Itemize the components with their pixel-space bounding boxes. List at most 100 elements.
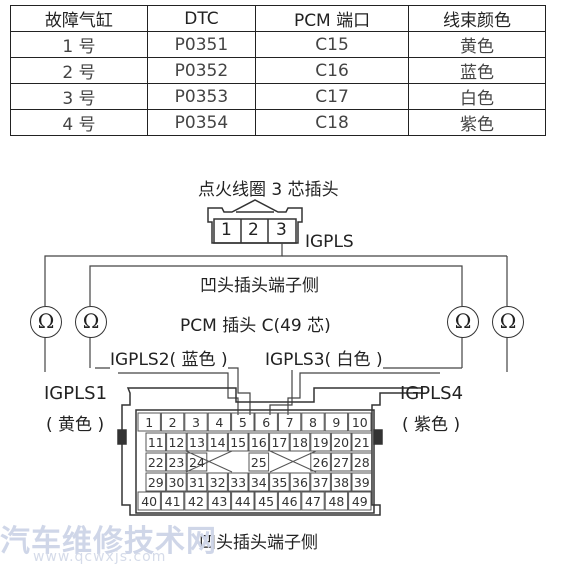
pcm-connector-label: PCM 插头 C(49 芯) bbox=[180, 316, 331, 336]
pin-grid bbox=[137, 412, 373, 511]
pin-number: 29 bbox=[147, 475, 164, 490]
pin-cavity bbox=[277, 491, 302, 511]
pin-cavity bbox=[310, 432, 331, 452]
igpls-label: IGPLS bbox=[305, 232, 354, 252]
cell-color: 蓝色 bbox=[408, 57, 546, 84]
pin-number: 2 bbox=[168, 415, 177, 430]
header-wire-color: 线束颜色 bbox=[408, 5, 546, 32]
cell-dtc: P0351 bbox=[146, 31, 256, 58]
pin-cavity bbox=[207, 412, 232, 432]
coil-plug-shape bbox=[207, 199, 303, 244]
pin-number: 16 bbox=[250, 435, 267, 450]
cell-cylinder: 4 号 bbox=[10, 109, 148, 136]
pin-cavity bbox=[351, 432, 373, 452]
watermark-url: www.qcwxjs.com bbox=[33, 549, 167, 565]
pin-cavity bbox=[207, 491, 232, 511]
pin-cavity bbox=[310, 472, 331, 492]
pin-number: 42 bbox=[188, 494, 204, 509]
cell-dtc: P0353 bbox=[146, 83, 256, 110]
dtc-table: 故障气缸 DTC PCM 端口 线束颜色 1 号 P0351 C15 黄色 2 … bbox=[10, 5, 546, 136]
pin-number: 30 bbox=[168, 475, 185, 490]
pin-number: 28 bbox=[353, 455, 370, 470]
watermark: 汽车维修技术网 bbox=[0, 524, 217, 559]
pin-cavity bbox=[227, 472, 249, 492]
female-terminal-side-top: 凹头插头端子侧 bbox=[200, 276, 319, 296]
pin-cavity bbox=[184, 491, 208, 511]
ohmmeter-icon: Ω bbox=[75, 306, 107, 338]
ohmmeter-icon: Ω bbox=[30, 306, 62, 338]
pin-number: 47 bbox=[305, 494, 321, 509]
pin-number: 24 bbox=[189, 455, 205, 470]
pin-number: 39 bbox=[353, 475, 370, 490]
pin-cavity bbox=[277, 412, 302, 432]
table-row: 1 号 P0351 C15 黄色 bbox=[10, 31, 546, 58]
cell-port: C17 bbox=[254, 83, 410, 110]
cell-color: 黄色 bbox=[408, 31, 546, 58]
pin-number: 31 bbox=[189, 475, 205, 490]
pin-number: 36 bbox=[292, 475, 308, 490]
pin-number: 45 bbox=[258, 494, 275, 509]
pin-cavity bbox=[186, 432, 208, 452]
pin-cavity bbox=[254, 412, 278, 432]
pin-number: 5 bbox=[238, 415, 247, 430]
header-dtc: DTC bbox=[146, 5, 256, 32]
pin-number: 27 bbox=[333, 455, 350, 470]
pin-cavity bbox=[166, 452, 187, 472]
table-row: 2 号 P0352 C16 蓝色 bbox=[10, 57, 546, 84]
pin-cavity bbox=[184, 412, 208, 432]
pin-number: 49 bbox=[351, 494, 368, 509]
pin-number: 34 bbox=[250, 475, 267, 490]
pin-cavity bbox=[351, 452, 373, 472]
pin-number: 22 bbox=[147, 455, 164, 470]
pin-cavity bbox=[145, 472, 167, 492]
pin-number: 14 bbox=[209, 435, 226, 450]
pin-cavity bbox=[330, 472, 352, 492]
pin-cavity bbox=[166, 472, 187, 492]
empty-cavity-markers bbox=[185, 450, 317, 473]
pin-cavity bbox=[248, 472, 270, 492]
table-row: 4 号 P0354 C18 紫色 bbox=[10, 109, 546, 136]
pin-cavity bbox=[254, 491, 278, 511]
pin-number: 38 bbox=[333, 475, 350, 490]
female-terminal-side-bottom: 凹头插头端子侧 bbox=[199, 533, 318, 553]
pin-cavity bbox=[348, 491, 372, 511]
pin-number: 19 bbox=[312, 435, 329, 450]
pin-cavity bbox=[351, 472, 373, 492]
pin-cavity bbox=[248, 432, 270, 452]
pin-cavity bbox=[301, 491, 325, 511]
cell-cylinder: 2 号 bbox=[10, 57, 148, 84]
pin-number: 23 bbox=[168, 455, 185, 470]
pin-number: 44 bbox=[234, 494, 251, 509]
pin-number: 12 bbox=[168, 435, 185, 450]
pin-cavity bbox=[248, 452, 270, 472]
pin-number: 11 bbox=[147, 435, 164, 450]
pin-cavity bbox=[137, 412, 161, 432]
pin-number: 10 bbox=[351, 415, 368, 430]
pin-cavity bbox=[269, 432, 290, 452]
pin-number: 15 bbox=[230, 435, 247, 450]
pin-number: 18 bbox=[292, 435, 308, 450]
cell-port: C18 bbox=[254, 109, 410, 136]
pin-cavity bbox=[324, 412, 349, 432]
cell-dtc: P0352 bbox=[146, 57, 256, 84]
pin-number: 43 bbox=[211, 494, 228, 509]
pin-cavity bbox=[207, 432, 228, 452]
pin-cavity bbox=[269, 472, 290, 492]
pin-number: 9 bbox=[332, 415, 341, 430]
igpls2-label: IGPLS2( 蓝色 ) bbox=[110, 345, 228, 370]
outer-harness-loop bbox=[44, 243, 508, 372]
ohmmeter-icon: Ω bbox=[447, 306, 479, 338]
pin-cavity bbox=[207, 472, 228, 492]
pin-number: 26 bbox=[312, 455, 329, 470]
igpls1-color: ( 黄色 ) bbox=[46, 415, 105, 435]
cell-dtc: P0354 bbox=[146, 109, 256, 136]
table-header-row: 故障气缸 DTC PCM 端口 线束颜色 bbox=[10, 5, 546, 32]
pin-cavity bbox=[301, 412, 325, 432]
pin-cavity bbox=[330, 452, 352, 472]
pin-number: 6 bbox=[262, 415, 271, 430]
pin-cavity bbox=[289, 432, 311, 452]
pin-number: 4 bbox=[215, 415, 224, 430]
header-cylinder: 故障气缸 bbox=[10, 5, 148, 32]
pin-cavity bbox=[289, 472, 311, 492]
igpls3-label: IGPLS3( 白色 ) bbox=[265, 345, 383, 370]
